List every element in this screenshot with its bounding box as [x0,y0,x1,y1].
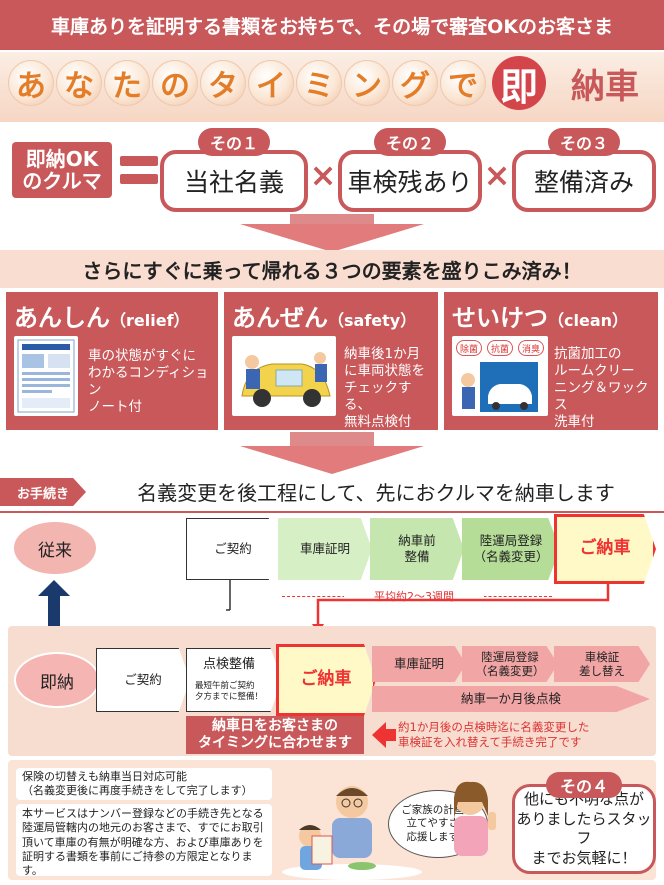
feature-relief: あんしん（relief） 車の状態がすぐに わかるコンディション ノート付 [6,292,218,430]
tagline-char: ミ [296,60,342,106]
tagline-char: ン [344,60,390,106]
ok-label-box: 即納OK のクルマ [12,142,112,198]
req-tag-1: その１ [198,128,270,156]
tagline-char: の [152,60,198,106]
tagline-bar: あ な た の タ イ ミ ン グ で 即 納車 [0,52,664,122]
timing-line1: 納車日をお客さまの [212,718,338,735]
req-box-1: 当社名義 [160,150,308,212]
feature-sub-text: （clean） [548,311,629,330]
feature-title-text: せいけつ [452,304,548,332]
tagline-soku: 即 [492,56,546,110]
note-insurance: 保険の切替えも納車当日対応可能 （名義変更後に再度手続きをして完了します） [16,768,272,800]
feature-clean-desc: 抗菌加工の ルームクリー ニング＆ワックス 洗車付 [554,346,649,430]
conventional-label: 従来 [12,520,98,576]
req-tag-3: その３ [548,128,620,156]
conv-step-delivery: ご納車 [554,514,656,584]
req-text-3: 整備済み [533,168,634,197]
clean-image: 除菌 抗菌 消臭 [452,336,548,416]
top-banner: 車庫ありを証明する書類をお持ちで、その場で審査OKのお客さま [0,0,664,50]
conv-step-garage: 車庫証明 [278,518,372,580]
tagline-char: あ [8,60,54,106]
req-box-3: 整備済み [512,150,656,212]
note-insurance-line1: 保険の切替えも納車当日対応可能 [22,770,187,783]
feature-title-text: あんしん [14,304,110,332]
down-arrow-body [290,432,374,446]
times-icon: × [483,156,511,194]
immediate-label: 即納 [14,652,100,708]
imm-one-month-check: 納車一か月後点検 [372,686,650,712]
down-arrow-body [290,214,374,224]
feature-sub-text: （relief） [110,311,190,330]
imm-step-delivery: ご納車 [276,644,376,716]
sono4-tag: その４ [546,772,622,798]
tagline-char: グ [392,60,438,106]
note-insurance-line2: （名義変更後に再度手続きをして完了します） [22,784,253,798]
family-illustration-icon [282,786,422,880]
red-left-arrow-icon [372,722,396,748]
badge-antibacterial: 抗菌 [487,340,513,356]
procedure-tag: お手続き [0,478,86,506]
feature-clean-title: せいけつ（clean） [452,298,628,333]
feature-relief-desc: 車の状態がすぐに わかるコンディション ノート付 [88,348,209,415]
imm-after-garage: 車庫証明 [372,646,466,682]
red-note-line2: 車検証を入れ替えて手続き完了です [398,734,582,749]
tagline-char: た [104,60,150,106]
sono4-bubble: 他にも不明な点が ありましたらスタッフ までお気軽に！ [512,784,656,874]
feature-safety-desc: 納車後1か月 に車両状態を チェックする、 無料点検付 [344,346,425,430]
red-note: 約1か月後の点検時迄に名義変更した 車検証を入れ替えて手続き完了です [398,720,654,750]
document-icon [17,339,75,413]
req-text-1: 当社名義 [183,168,284,197]
timing-line2: タイミングに合わせます [198,735,352,751]
times-icon: × [309,156,337,194]
imm-step-inspection: 点検整備 最短午前ご契約 夕方までに整備！ [186,648,282,712]
equals-icon [120,150,158,190]
tagline-char: で [440,60,486,106]
mechanic-image [232,336,336,416]
imm-step-contract: ご契約 [96,648,190,712]
car-mechanic-icon [241,352,331,407]
down-arrow-icon [240,446,424,474]
down-arrow-icon [240,224,424,252]
imm-after-certificate: 車検証 差し替え [554,646,650,682]
tagline-char: タ [200,60,246,106]
badge-disinfect: 除菌 [456,340,482,356]
tagline-end: 納車 [571,66,639,107]
req-text-2: 車検残あり [347,168,473,197]
feature-safety: あんぜん（safety） 納車後1か月 に車両状態を チェックする、 無料点検付 [224,292,438,430]
conv-step-contract: ご契約 [186,518,280,580]
tagline-char: な [56,60,102,106]
condition-note-image [14,336,78,416]
inspection-note: 最短午前ご契約 夕方までに整備！ [195,681,264,702]
ok-label-line2: のクルマ [22,169,102,193]
ok-label-line1: 即納OK [25,147,99,171]
top-banner-text: 車庫ありを証明する書類をお持ちで、その場で審査OKのお客さま [50,15,614,38]
feature-sub-text: （safety） [328,311,417,330]
feature-title-text: あんぜん [232,304,328,332]
procedure-divider [0,511,664,513]
req-box-2: 車検残あり [338,150,482,212]
features-stripe: さらにすぐに乗って帰れる３つの要素を盛りこみ済み！ [0,250,664,288]
imm-after-registration: 陸運局登録 （名義変更） [462,646,558,682]
req-tag-2: その２ [374,128,446,156]
badge-deodorize: 消臭 [518,340,544,356]
tagline-char: イ [248,60,294,106]
conv-step-registration: 陸運局登録 （名義変更） [462,518,560,580]
woman-illustration-icon [454,781,496,856]
inspection-title: 点検整備 [202,656,255,672]
car-wash-icon [461,362,538,412]
features-stripe-text: さらにすぐに乗って帰れる３つの要素を盛りこみ済み！ [82,258,582,283]
feature-relief-title: あんしん（relief） [14,298,190,333]
feature-safety-title: あんぜん（safety） [232,298,416,333]
note-service: 本サービスはナンバー登録などの手続き先となる陸運局管轄内の地元のお客さまで、すで… [16,804,272,877]
timing-box: 納車日をお客さまの タイミングに合わせます [186,716,364,754]
red-note-line1: 約1か月後の点検時迄に名義変更した [398,720,590,734]
feature-clean: せいけつ（clean） 除菌 抗菌 消臭 抗菌加工の ルームクリー ニング＆ワッ… [444,292,658,430]
conv-step-maintenance: 納車前 整備 [370,518,464,580]
procedure-title: 名義変更を後工程にして、先におクルマを納車します [137,480,615,505]
